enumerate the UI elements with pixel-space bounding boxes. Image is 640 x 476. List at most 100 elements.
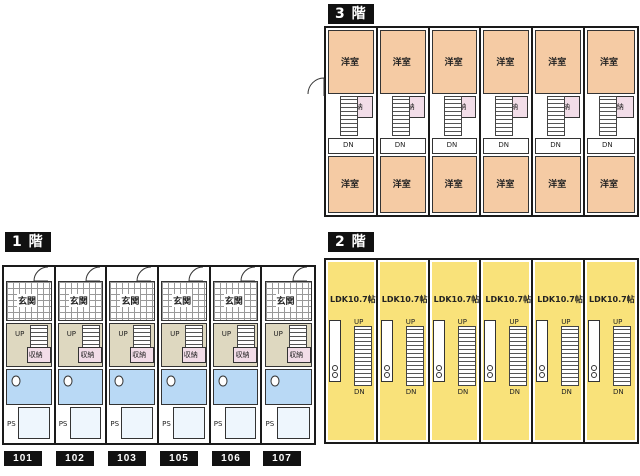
door-swing-icon: [85, 267, 100, 282]
room-label: 洋室: [496, 58, 515, 68]
room-label: 洋室: [600, 180, 619, 190]
floor-3-unit: 洋室 収納 DN 洋室: [430, 28, 482, 215]
ps-label: PS: [265, 420, 275, 428]
floor-1-plan: 玄関 UP 収納 PS 玄関 UP 収納: [2, 265, 316, 445]
western-room-top: 洋室: [431, 30, 478, 94]
kitchen-counter: [536, 320, 549, 382]
stove-icon: [487, 365, 494, 378]
floor-1-unit: 玄関 UP 収納 PS: [263, 267, 315, 443]
down-label: DN: [602, 141, 613, 149]
storage-closet: 収納: [130, 347, 155, 363]
down-label: DN: [354, 388, 365, 396]
storage-closet: 収納: [181, 347, 206, 363]
up-label: UP: [118, 330, 128, 338]
room-label: 洋室: [341, 180, 360, 190]
room-label: 洋室: [548, 58, 567, 68]
stairs: [185, 325, 204, 349]
western-room-bottom: 洋室: [587, 156, 635, 213]
stove-icon: [539, 365, 546, 378]
washbasin-icon: [270, 375, 279, 387]
stove-icon: [435, 365, 442, 378]
door-swing-icon: [33, 267, 49, 282]
stove-icon: [591, 365, 597, 378]
down-label: DN: [498, 141, 510, 149]
up-label: UP: [273, 330, 283, 338]
down-label: DN: [613, 388, 624, 396]
up-label: UP: [457, 318, 467, 326]
stairs: [340, 96, 358, 136]
floor-2-unit: LDK10.7帖 UP DN: [326, 260, 378, 442]
door-swing-icon: [307, 77, 325, 96]
floor-3-unit: 洋室 収納 DN 洋室: [326, 28, 378, 215]
floor-1-unit: 玄関 UP 収納 PS: [159, 267, 211, 443]
bathtub: [276, 407, 311, 439]
floor-1-unit: 玄関 UP 収納 PS: [211, 267, 263, 443]
stairs: [405, 326, 424, 386]
floor-3-label: 3 階: [328, 4, 374, 24]
stove-icon: [383, 365, 390, 378]
hall: DN: [431, 138, 478, 154]
entrance: 玄関: [109, 281, 156, 321]
floor-1-unit: 玄関 UP 収納 PS: [56, 267, 108, 443]
kitchen-counter: [432, 320, 445, 382]
entrance: 玄関: [161, 281, 207, 321]
hall: DN: [483, 138, 530, 154]
stairs: [354, 326, 372, 386]
ps-label: PS: [110, 420, 120, 428]
entrance: 玄関: [264, 281, 313, 321]
storage-label: 収納: [289, 351, 304, 359]
bathroom: [212, 369, 259, 405]
up-label: UP: [509, 318, 519, 326]
down-label: DN: [550, 141, 561, 149]
floor-1-label: 1 階: [5, 232, 51, 252]
floor-1-unit: 玄関 UP 収納 PS: [4, 267, 56, 443]
up-label: UP: [561, 318, 571, 326]
entrance-label: 玄関: [275, 294, 296, 307]
stairs: [443, 96, 462, 136]
floor-1-unit: 玄関 UP 収納 PS: [107, 267, 160, 443]
room-label: 洋室: [496, 180, 515, 190]
stairs: [457, 326, 476, 386]
washbasin-icon: [166, 375, 176, 387]
western-room-top: 洋室: [535, 30, 581, 94]
entrance: 玄関: [212, 281, 259, 321]
kitchen-counter: [588, 320, 600, 382]
entrance-label: 玄関: [172, 294, 193, 307]
floor-2-unit: LDK10.7帖 UP DN: [533, 260, 585, 442]
floor-3-plan: 洋室 収納 DN 洋室 洋室 収納 DN 洋室 洋室 収納: [324, 26, 639, 217]
door-swing-icon: [292, 267, 307, 282]
bathroom: [6, 369, 52, 405]
floor-2-unit: LDK10.7帖 UP DN: [481, 260, 534, 442]
door-swing-icon: [188, 267, 204, 282]
storage-label: 収納: [183, 351, 198, 359]
ldk-label: LDK10.7帖: [330, 295, 376, 304]
ps-label: PS: [58, 420, 68, 428]
storage-closet: 収納: [26, 347, 51, 363]
stairs: [547, 96, 566, 136]
unit-number: 107: [263, 451, 301, 466]
down-label: DN: [394, 141, 406, 149]
down-label: DN: [561, 388, 572, 396]
entrance-label: 玄関: [17, 294, 38, 307]
ldk-label: LDK10.7帖: [485, 295, 532, 304]
western-room-bottom: 洋室: [535, 156, 581, 213]
western-room-top: 洋室: [483, 30, 530, 94]
room-label: 洋室: [392, 180, 411, 190]
western-room-bottom: 洋室: [379, 156, 426, 213]
ps-label: PS: [162, 420, 171, 428]
storage-label: 収納: [235, 351, 250, 359]
western-room-bottom: 洋室: [328, 156, 374, 213]
bathroom: [161, 369, 207, 405]
door-swing-icon: [136, 267, 152, 282]
bathroom: [264, 369, 313, 405]
stairs: [81, 325, 100, 349]
down-label: DN: [457, 388, 469, 396]
unit-number: 103: [108, 451, 146, 466]
kitchen-counter: [329, 320, 341, 382]
western-room-bottom: 洋室: [431, 156, 478, 213]
western-room-top: 洋室: [379, 30, 426, 94]
ldk-label: LDK10.7帖: [589, 295, 635, 304]
unit-number: 106: [212, 451, 250, 466]
floor-3-unit: 洋室 収納 DN 洋室: [585, 28, 637, 215]
room-label: 洋室: [341, 58, 360, 68]
